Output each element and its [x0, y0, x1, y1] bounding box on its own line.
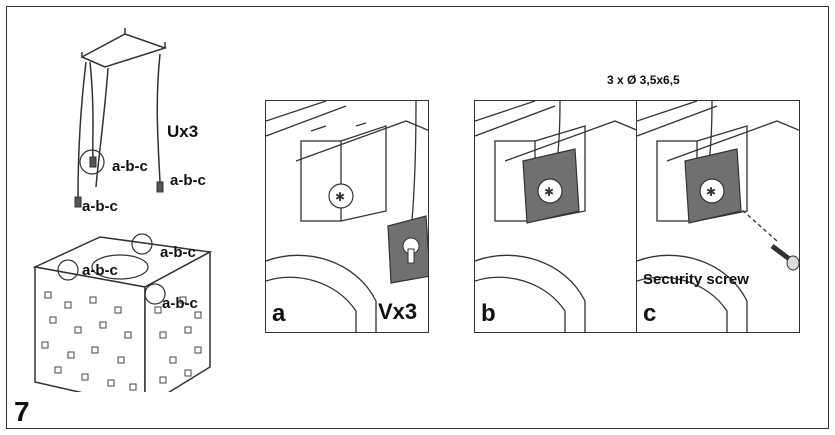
- cable-and-shade-drawing: [32, 28, 213, 409]
- abc-label-5: a-b-c: [82, 262, 118, 279]
- abc-label-1: a-b-c: [112, 158, 148, 175]
- abc-label-3: a-b-c: [82, 198, 118, 215]
- abc-label-4: a-b-c: [160, 244, 196, 261]
- panel-a-drawing: ✱: [266, 101, 428, 332]
- panel-b-drawing: ✱: [475, 101, 637, 332]
- svg-text:✱: ✱: [335, 190, 345, 204]
- panel-c-letter: c: [643, 300, 657, 327]
- panel-c: ✱ c Security screw: [636, 100, 800, 333]
- svg-text:✱: ✱: [706, 185, 716, 199]
- abc-label-6: a-b-c: [162, 295, 198, 312]
- plate-count-label: Vx3: [378, 299, 418, 324]
- security-screw-label: Security screw: [643, 271, 749, 288]
- panel-a-letter: a: [272, 300, 286, 327]
- panel-b: ✱ b: [474, 100, 638, 333]
- cable-count-label: Ux3: [167, 122, 199, 141]
- security-screw-icon: [770, 244, 799, 271]
- panel-c-drawing: ✱: [637, 101, 799, 332]
- screw-spec-note: 3 x Ø 3,5x6,5: [607, 73, 680, 87]
- panel-b-letter: b: [481, 300, 496, 327]
- panel-a: ✱ a Vx3: [265, 100, 429, 333]
- svg-text:✱: ✱: [544, 185, 554, 199]
- overview-illustration: Ux3 a-b-c a-b-c a-b-c a-b-c a-b-c a-b-c: [20, 12, 250, 409]
- step-number: 7: [14, 396, 30, 427]
- instruction-frame: [6, 6, 829, 429]
- abc-label-2: a-b-c: [170, 172, 206, 189]
